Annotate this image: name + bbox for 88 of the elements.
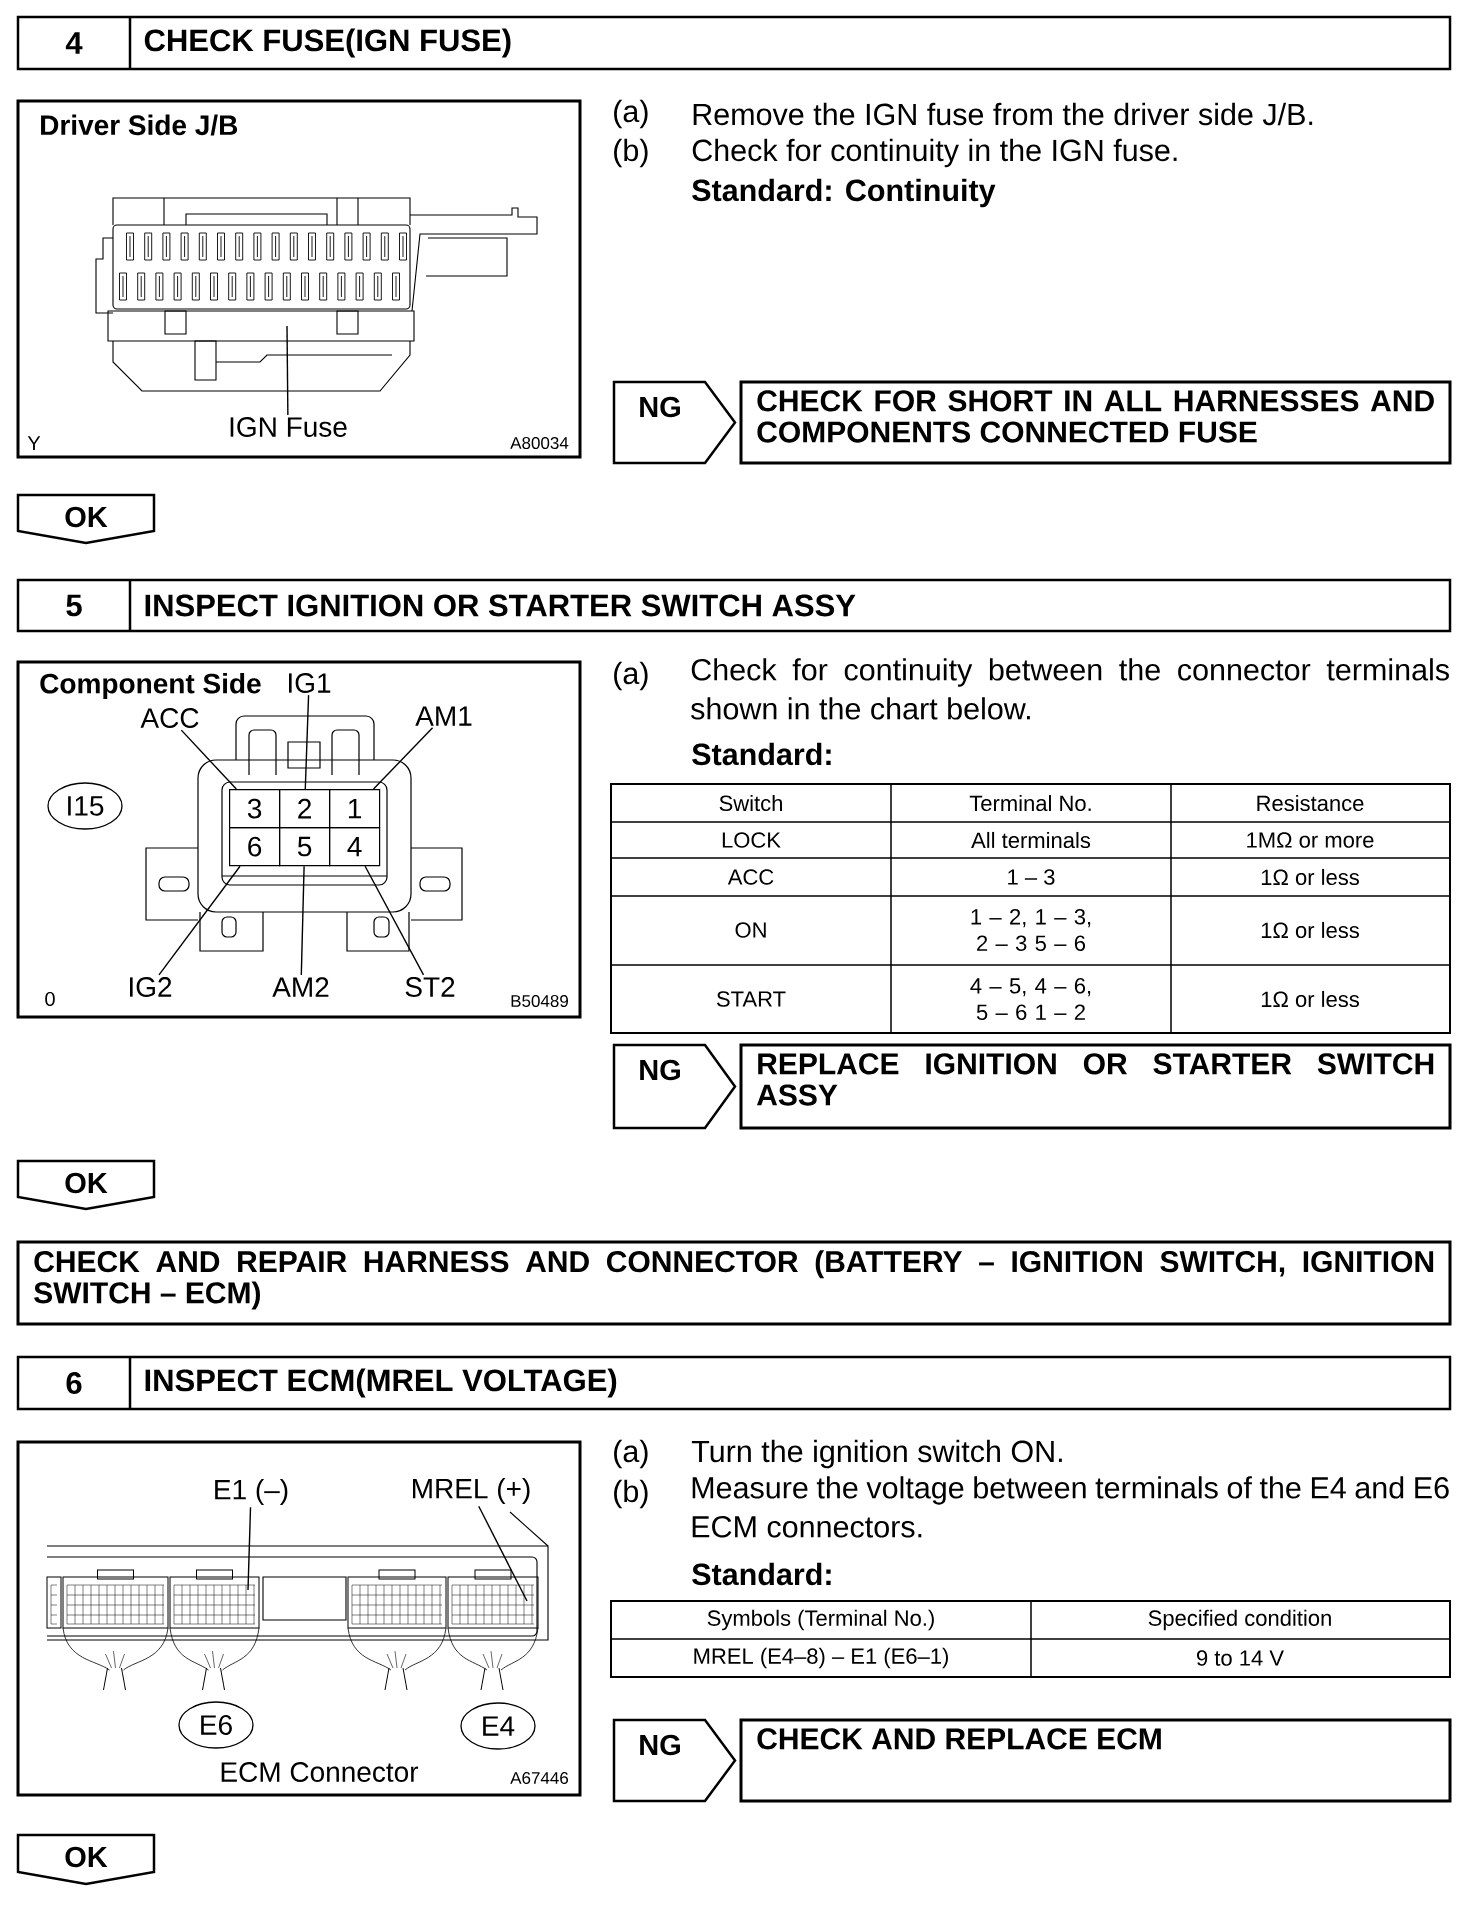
figure-code: A80034 [510, 437, 569, 450]
leader-line [304, 694, 310, 790]
leader-line [372, 727, 434, 790]
result-box: REPLACE IGNITION OR STARTER SWITCH ASSY [739, 1043, 1452, 1130]
step-header [16, 578, 1452, 633]
leader-line [478, 1505, 528, 1602]
terminal-label: E1 (–) [215, 1479, 288, 1506]
ng-tab: NG [612, 1718, 737, 1803]
step-header [16, 1355, 1452, 1411]
terminal-cell: 6 [229, 827, 281, 867]
leader-line [286, 325, 289, 416]
result-box: CHECK FOR SHORT IN ALL HARNESSES AND COMPONENTS CONNECTED FUSE [739, 380, 1452, 465]
table-cell: MREL (E4–8) – E1 (E6–1) [694, 1647, 948, 1669]
terminal-label: IG2 [130, 977, 172, 997]
figure-code: A67446 [510, 1772, 569, 1785]
figure-title: Component Side [40, 672, 261, 700]
standard-note: Standard: [692, 1562, 831, 1586]
ok-tab: OK [16, 493, 156, 545]
table-cell: 1 – 2, 1 – 3, 2 – 3 5 – 6 [971, 909, 1091, 951]
ok-tab: OK [16, 1833, 156, 1886]
terminal-label: MREL (+) [413, 1478, 530, 1505]
leader-line [364, 865, 425, 976]
table-cell: All terminals [971, 831, 1091, 849]
part-label: IGN Fuse [230, 417, 347, 437]
figure-code: Y [27, 436, 41, 450]
terminal-label: ACC [140, 708, 199, 728]
step-number: 5 [66, 594, 82, 617]
table-cell: 1Ω or less [1261, 990, 1359, 1008]
ok-tab: OK [16, 1159, 156, 1211]
instruction-text: Check for continuity in the IGN fuse. [692, 138, 1177, 168]
terminal-label: AM1 [415, 706, 472, 726]
table-cell: 4 – 5, 4 – 6, 5 – 6 1 – 2 [970, 978, 1091, 1020]
table-cell: Symbols (Terminal No.) [707, 1609, 934, 1631]
instruction-text: Measure the voltage between terminals of the E4 and E6 ECM connectors. [692, 1476, 1449, 1538]
connector-code: E4 [460, 1702, 536, 1750]
step-title: INSPECT IGNITION OR STARTER SWITCH ASSY [145, 594, 856, 617]
figure-frame [16, 660, 582, 1019]
step-number: 6 [66, 1372, 82, 1394]
leader-line [247, 1506, 252, 1591]
figure-code: B50489 [511, 995, 568, 1008]
list-marker: (b) [614, 1479, 648, 1509]
list-marker: (a) [614, 661, 648, 691]
connector-code: E6 [178, 1701, 254, 1749]
table-cell: 1Ω or less [1261, 868, 1359, 886]
standard-note: Standard: Continuity [692, 178, 996, 208]
leader-line [158, 865, 241, 976]
terminal-label: AM2 [272, 977, 329, 997]
table-cell: Specified condition [1148, 1609, 1331, 1631]
table-cell: START [716, 991, 786, 1007]
terminal-label: IG1 [289, 673, 331, 693]
figure-code: 0 [45, 991, 55, 1007]
table-cell: 1MΩ or more [1247, 832, 1374, 848]
table-cell: 1Ω or less [1261, 921, 1359, 939]
terminal-cell: 3 [229, 789, 281, 829]
instruction-text: Turn the ignition switch ON. [691, 1439, 1062, 1469]
leader-line [300, 865, 305, 976]
terminal-label: ST2 [405, 977, 455, 997]
terminal-cell: 5 [279, 827, 331, 867]
result-box: CHECK AND REPLACE ECM [739, 1718, 1452, 1803]
result-box: CHECK AND REPAIR HARNESS AND CONNECTOR (BATTERY – IGNITION SWITCH, IGNITION SWITCH – ECM) [16, 1240, 1452, 1326]
step-title: CHECK FUSE(IGN FUSE) [144, 28, 511, 58]
table-cell: 1 – 3 [1008, 869, 1055, 885]
step-number: 4 [65, 32, 83, 54]
terminal-cell: 2 [279, 789, 331, 829]
table-cell: Switch [719, 794, 782, 812]
leader-line [180, 729, 237, 790]
standard-note: Standard: [692, 742, 831, 766]
list-marker: (b) [614, 138, 648, 168]
figure-caption: ECM Connector [221, 1762, 419, 1782]
figure-frame [16, 99, 582, 459]
step-title: INSPECT ECM(MREL VOLTAGE) [145, 1368, 617, 1398]
terminal-cell: 4 [329, 827, 381, 867]
list-marker: (a) [614, 1439, 648, 1469]
figure-title: Driver Side J/B [41, 114, 238, 136]
ng-tab: NG [612, 1043, 737, 1130]
table-cell: 9 to 14 V [1197, 1650, 1284, 1666]
instruction-text: Remove the IGN fuse from the driver side J/B. [693, 102, 1313, 126]
figure-frame [16, 1440, 582, 1797]
connector-code: I15 [47, 782, 123, 830]
table-cell: LOCK [722, 832, 781, 848]
table-cell: Terminal No. [969, 794, 1091, 812]
table-cell: ACC [727, 869, 774, 885]
ng-tab: NG [612, 380, 737, 465]
table-cell: ON [735, 922, 766, 938]
list-marker: (a) [614, 99, 648, 129]
step-header [16, 15, 1452, 71]
terminal-cell: 1 [329, 789, 381, 829]
table-cell: Resistance [1257, 794, 1364, 812]
